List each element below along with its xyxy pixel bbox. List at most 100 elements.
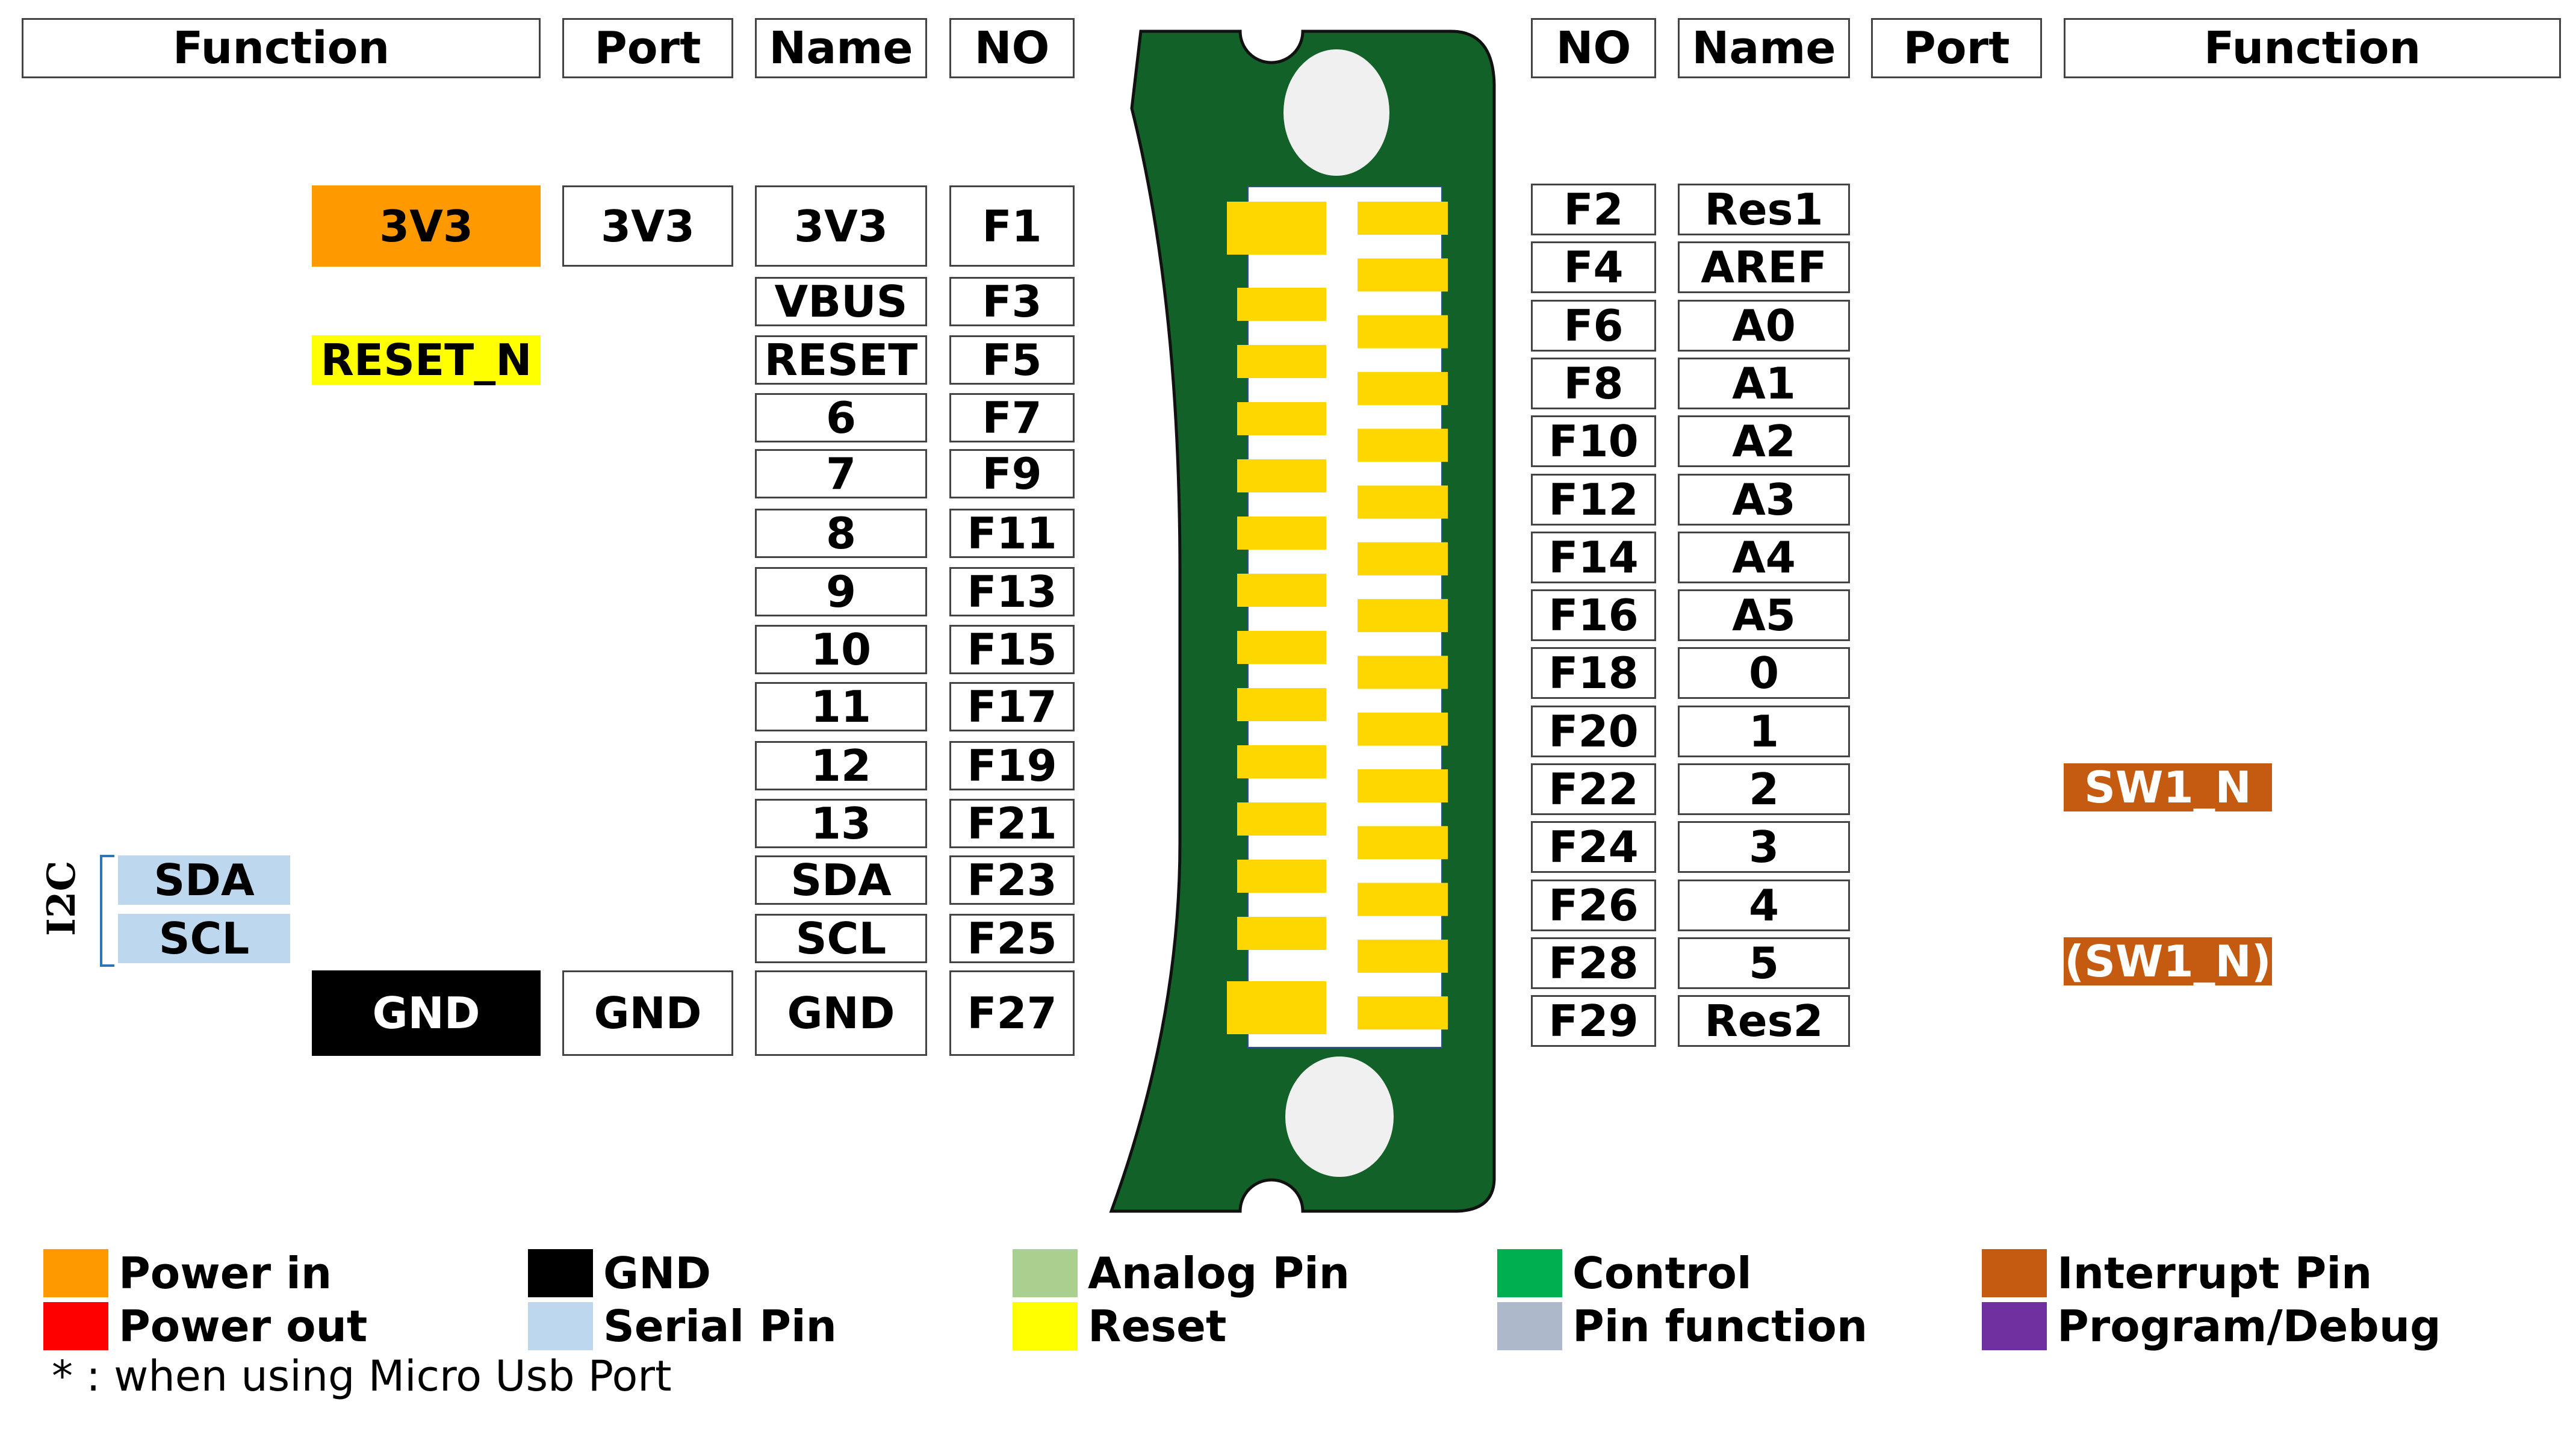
right-pin-no: F6 [1531, 299, 1656, 352]
right-pin-no: F12 [1531, 473, 1656, 526]
legend-label: Analog Pin [1088, 1248, 1350, 1298]
right-pin-no: F20 [1531, 705, 1656, 757]
right-pin-function-interrupt: (SW1_N) [2064, 935, 2272, 987]
right-pin-no: F28 [1531, 937, 1656, 989]
left-pin-no: F5 [949, 335, 1075, 385]
right-pin-no: F2 [1531, 184, 1656, 235]
right-pin-name: A0 [1678, 299, 1850, 352]
right-pad [1358, 315, 1448, 349]
left-pin-no: F25 [949, 913, 1075, 964]
mount-hole-top [1283, 49, 1389, 176]
i2c-group-label: I2C [39, 860, 84, 936]
left-pad [1237, 574, 1326, 607]
legend-label: Interrupt Pin [2057, 1248, 2373, 1298]
right-pin-no: F18 [1531, 647, 1656, 700]
left-pin-function-serial: SDA [118, 855, 290, 905]
header-left-function: Function [22, 18, 541, 78]
left-pad [1237, 631, 1326, 664]
header-left-no: NO [949, 18, 1075, 78]
header-right-port: Port [1871, 18, 2042, 78]
left-pin-no: F15 [949, 624, 1075, 675]
header-right-no: NO [1531, 18, 1656, 78]
left-pad [1237, 459, 1326, 492]
left-pin-no: F3 [949, 276, 1075, 327]
left-pad [1237, 402, 1326, 435]
left-pin-name: 9 [755, 566, 927, 617]
legend-label: Control [1572, 1248, 1752, 1298]
legend-label: Program/Debug [2057, 1301, 2441, 1351]
right-pad [1358, 258, 1448, 292]
left-pin-name: 6 [755, 392, 927, 443]
legend-swatch [1013, 1249, 1078, 1297]
right-pin-no: F24 [1531, 821, 1656, 873]
right-pin-no: F26 [1531, 879, 1656, 931]
legend-swatch [43, 1249, 108, 1297]
right-pin-name: 2 [1678, 763, 1850, 815]
header-right-name: Name [1678, 18, 1850, 78]
right-pad [1358, 712, 1448, 746]
left-pad [1237, 860, 1326, 893]
legend-swatch [1982, 1249, 2047, 1297]
left-pin-name: SCL [755, 913, 927, 964]
left-pin-function-reset: RESET_N [312, 335, 541, 385]
right-pin-no: F10 [1531, 415, 1656, 468]
right-pad [1358, 202, 1448, 235]
left-pin-function-power_in: 3V3 [312, 185, 541, 267]
left-pin-function-serial: SCL [118, 913, 290, 964]
header-left-name: Name [755, 18, 927, 78]
left-pin-no: F27 [949, 970, 1075, 1056]
right-pin-name: A2 [1678, 415, 1850, 468]
left-pin-no: F19 [949, 740, 1075, 791]
right-pad [1358, 371, 1448, 405]
legend-label: Power in [119, 1248, 332, 1298]
right-pin-name: 0 [1678, 647, 1850, 700]
left-pin-name: RESET [755, 335, 927, 385]
right-pin-name: Res2 [1678, 995, 1850, 1047]
legend-label: Serial Pin [603, 1301, 837, 1351]
right-pin-no: F16 [1531, 589, 1656, 642]
left-pin-no: F7 [949, 392, 1075, 443]
right-pad [1358, 485, 1448, 519]
left-pin-no: F1 [949, 185, 1075, 267]
left-pin-name: 3V3 [755, 185, 927, 267]
left-pin-name: 7 [755, 448, 927, 499]
right-pin-name: AREF [1678, 241, 1850, 294]
left-pin-no: F11 [949, 508, 1075, 559]
legend-swatch [528, 1249, 593, 1297]
legend-label: Pin function [1572, 1301, 1868, 1351]
pad-area [1247, 186, 1442, 1048]
micro-usb-note: * : when using Micro Usb Port [52, 1351, 672, 1401]
right-pad [1358, 656, 1448, 689]
left-pad [1237, 345, 1326, 378]
right-pin-no: F4 [1531, 241, 1656, 294]
left-pad [1227, 202, 1326, 255]
left-pin-name: 12 [755, 740, 927, 791]
mount-hole-bottom [1285, 1056, 1394, 1177]
legend-label: Reset [1088, 1301, 1227, 1351]
right-pin-no: F8 [1531, 357, 1656, 409]
legend-swatch [1982, 1302, 2047, 1350]
left-pin-name: 8 [755, 508, 927, 559]
right-pin-name: A1 [1678, 357, 1850, 409]
right-pin-name: A5 [1678, 589, 1850, 642]
left-pin-function-gnd: GND [312, 970, 541, 1056]
left-pin-port: 3V3 [562, 185, 733, 267]
header-left-port: Port [562, 18, 733, 78]
right-pad [1358, 599, 1448, 633]
right-pad [1358, 769, 1448, 802]
left-pin-name: 11 [755, 681, 927, 732]
left-pin-name: 10 [755, 624, 927, 675]
i2c-group-bracket [100, 855, 114, 967]
right-pad [1358, 996, 1448, 1030]
legend-swatch [43, 1302, 108, 1350]
right-pad [1358, 939, 1448, 973]
left-pad [1237, 288, 1326, 321]
right-pin-no: F29 [1531, 995, 1656, 1047]
right-pin-name: 4 [1678, 879, 1850, 931]
right-pad [1358, 826, 1448, 860]
right-pin-name: Res1 [1678, 184, 1850, 235]
legend-label: Power out [119, 1301, 368, 1351]
legend-swatch [1497, 1302, 1562, 1350]
left-pin-no: F23 [949, 855, 1075, 905]
right-pin-name: 1 [1678, 705, 1850, 757]
